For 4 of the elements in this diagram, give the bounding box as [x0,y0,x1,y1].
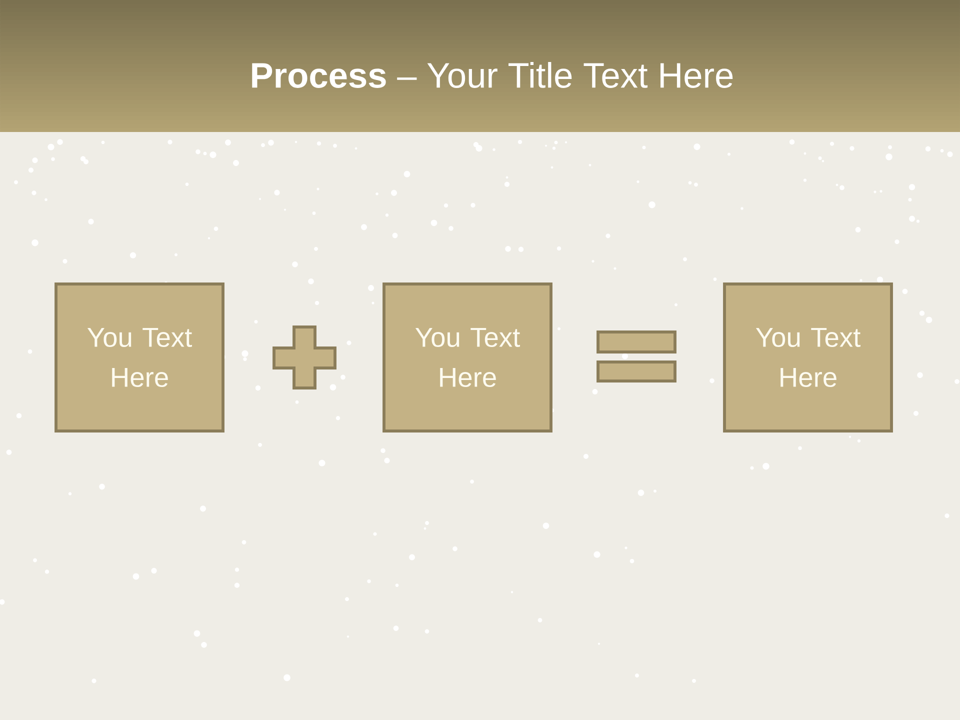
text-box: You Text Here [723,282,893,432]
text-box: You Text Here [54,282,224,432]
title-text: Process – Your Title Text Here [252,62,733,88]
text-box: You Text Here [382,282,552,432]
